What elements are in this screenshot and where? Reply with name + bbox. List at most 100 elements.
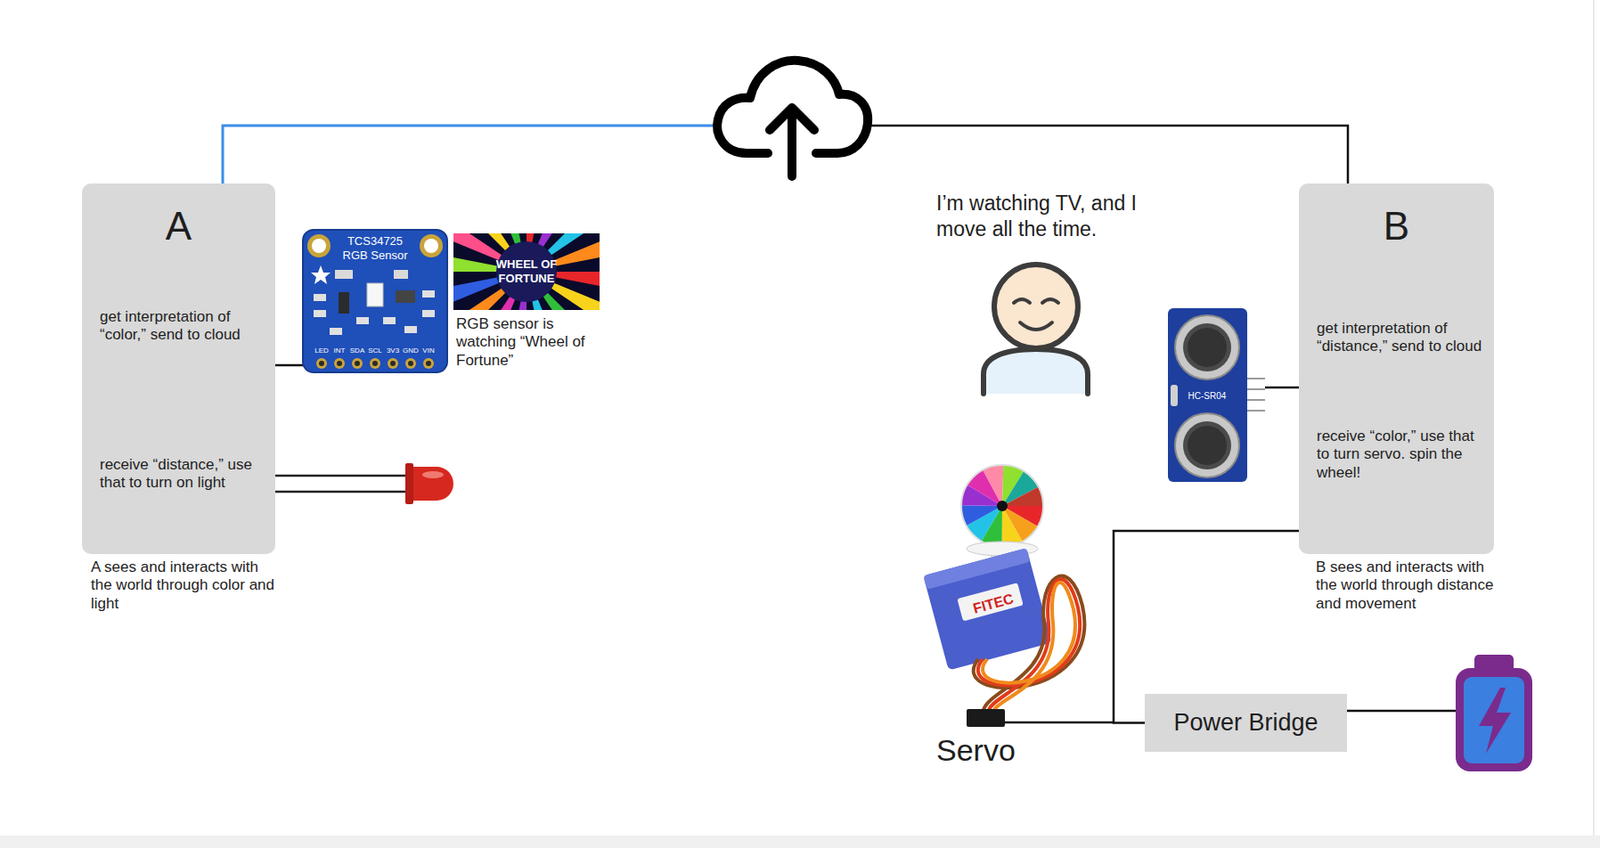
rgb-sensor-board-part-part bbox=[423, 358, 434, 369]
show-logo: WHEEL OF FORTUNE bbox=[490, 257, 563, 286]
device-box: Aget interpretation of “color,” send to … bbox=[81, 183, 276, 555]
rgb-sensor-board-part bbox=[313, 310, 327, 318]
wheel-of-fortune-picture bbox=[453, 233, 600, 311]
spin-wheel-part bbox=[961, 465, 1044, 547]
rgb-sensor-board-part bbox=[307, 234, 331, 258]
ultrasonic-sensor-part bbox=[1183, 421, 1232, 470]
spin-wheel-part bbox=[981, 485, 1023, 527]
battery-icon-part bbox=[1478, 687, 1511, 754]
rgb-sensor-board-part-part bbox=[390, 360, 396, 367]
spin-wheel-part bbox=[981, 485, 1023, 527]
rgb-sensor-board-part bbox=[356, 317, 369, 325]
spin-wheel-part bbox=[981, 485, 1023, 527]
ultrasonic-sensor-part bbox=[1187, 327, 1227, 368]
rgb-sensor-board-part-part bbox=[316, 358, 327, 369]
ultrasonic-sensor-part bbox=[1187, 425, 1227, 466]
sensor-model: HC-SR04 bbox=[1180, 391, 1234, 402]
device-task: receive “distance,” use that to turn on … bbox=[99, 456, 271, 493]
rgb-sensor-board-part-part bbox=[369, 358, 381, 369]
rgb-sensor-board-part-part bbox=[351, 358, 363, 369]
person-icon-part bbox=[1020, 322, 1053, 330]
rgb-sensor-board-part-part bbox=[354, 360, 360, 367]
pin-name: SDA bbox=[347, 346, 368, 356]
servo-motor-part-part bbox=[922, 547, 1030, 590]
ultrasonic-sensor-part bbox=[1170, 384, 1178, 407]
ultrasonic-sensor-part bbox=[1265, 386, 1299, 390]
ultrasonic-sensor-part bbox=[1247, 378, 1266, 411]
rgb-sensor-board-part bbox=[334, 269, 353, 279]
rgb-sensor-board-part bbox=[393, 269, 409, 279]
rgb-sensor-board-part bbox=[302, 229, 448, 373]
person-icon-part bbox=[983, 349, 1088, 394]
person-note: I’m watching TV, and I move all the time… bbox=[936, 190, 1173, 243]
rgb-sensor-board bbox=[275, 229, 448, 373]
led-light bbox=[275, 463, 454, 505]
rgb-sensor-board-part bbox=[419, 234, 443, 258]
spin-wheel-part bbox=[981, 485, 1023, 527]
ultrasonic-sensor bbox=[1167, 308, 1299, 482]
ultrasonic-sensor-part bbox=[1175, 315, 1240, 380]
led-light-part bbox=[409, 466, 454, 501]
bottom-bar bbox=[0, 835, 1600, 848]
spin-wheel-part bbox=[981, 485, 1023, 527]
rgb-sensor-board-part-part bbox=[425, 360, 432, 367]
rgb-sensor-board-part bbox=[395, 290, 416, 303]
spin-wheel-part bbox=[981, 485, 1023, 527]
servo-motor bbox=[922, 541, 1114, 727]
servo-motor-part bbox=[1004, 721, 1114, 725]
person-icon-part bbox=[994, 264, 1078, 349]
ultrasonic-sensor-part bbox=[1175, 413, 1240, 478]
rgb-sensor-board-part-part bbox=[318, 360, 325, 367]
pin-name: VIN bbox=[418, 346, 439, 356]
cloud-links-part bbox=[222, 125, 719, 184]
pin-name: LED bbox=[311, 346, 332, 356]
rgb-sensor-board-part bbox=[338, 292, 350, 314]
rgb-sensor-board-part bbox=[367, 283, 384, 307]
rgb-sensor-board-part-part bbox=[372, 360, 378, 367]
cloud-links bbox=[222, 125, 1348, 184]
battery-icon-part bbox=[1463, 677, 1525, 764]
rgb-sensor-board-part-part bbox=[336, 360, 343, 367]
cloud-upload-icon bbox=[717, 60, 868, 177]
pin-name: SCL bbox=[365, 346, 385, 356]
rgb-sensor-board-part bbox=[318, 360, 432, 367]
rgb-sensor-board-part-part bbox=[405, 358, 417, 369]
spin-wheel-part bbox=[996, 500, 1008, 512]
chip-label: RGB Sensor bbox=[330, 248, 420, 263]
device-title: B bbox=[1298, 203, 1494, 251]
spin-wheel-part bbox=[981, 485, 1023, 527]
device-caption: B sees and interacts with the world thro… bbox=[1315, 558, 1508, 613]
ultrasonic-sensor-part bbox=[1167, 308, 1248, 482]
rgb-sensor-board-part bbox=[310, 265, 331, 285]
rgb-sensor-board-part-part bbox=[334, 358, 345, 369]
servo-motor-part bbox=[966, 709, 1005, 727]
rgb-sensor-board-part bbox=[422, 310, 435, 318]
spin-wheel bbox=[961, 465, 1044, 547]
picture-note: RGB sensor is watching “Wheel of Fortune… bbox=[456, 315, 608, 370]
device-caption: A sees and interacts with the world thro… bbox=[90, 558, 283, 613]
spin-wheel-part bbox=[981, 485, 1023, 527]
spin-wheel-part bbox=[981, 485, 1023, 527]
rgb-sensor-board-part-part bbox=[387, 358, 399, 369]
ultrasonic-sensor-part bbox=[1183, 323, 1232, 372]
chip-label: TCS34725 bbox=[330, 234, 420, 249]
rgb-sensor-board-part bbox=[316, 358, 434, 369]
spin-wheel-part bbox=[981, 485, 1023, 527]
part-name: Servo bbox=[936, 732, 1070, 769]
device-task: get interpretation of “color,” send to c… bbox=[99, 308, 271, 345]
person-icon bbox=[983, 264, 1088, 394]
rgb-sensor-board-part bbox=[275, 364, 305, 368]
battery-icon bbox=[1346, 654, 1533, 772]
spin-wheel-part bbox=[981, 485, 1023, 527]
rgb-sensor-board-part bbox=[313, 293, 327, 302]
battery-icon-part bbox=[1455, 668, 1533, 772]
edge-line bbox=[1592, 0, 1595, 836]
device-title: A bbox=[81, 203, 276, 251]
led-light-part bbox=[405, 463, 414, 505]
person-icon-part bbox=[1013, 299, 1059, 303]
rgb-sensor-board-part bbox=[424, 238, 439, 254]
servo-motor-part-part bbox=[922, 547, 1052, 670]
rgb-sensor-board-part bbox=[404, 326, 417, 334]
device-box: Bget interpretation of “distance,” send … bbox=[1298, 183, 1494, 555]
